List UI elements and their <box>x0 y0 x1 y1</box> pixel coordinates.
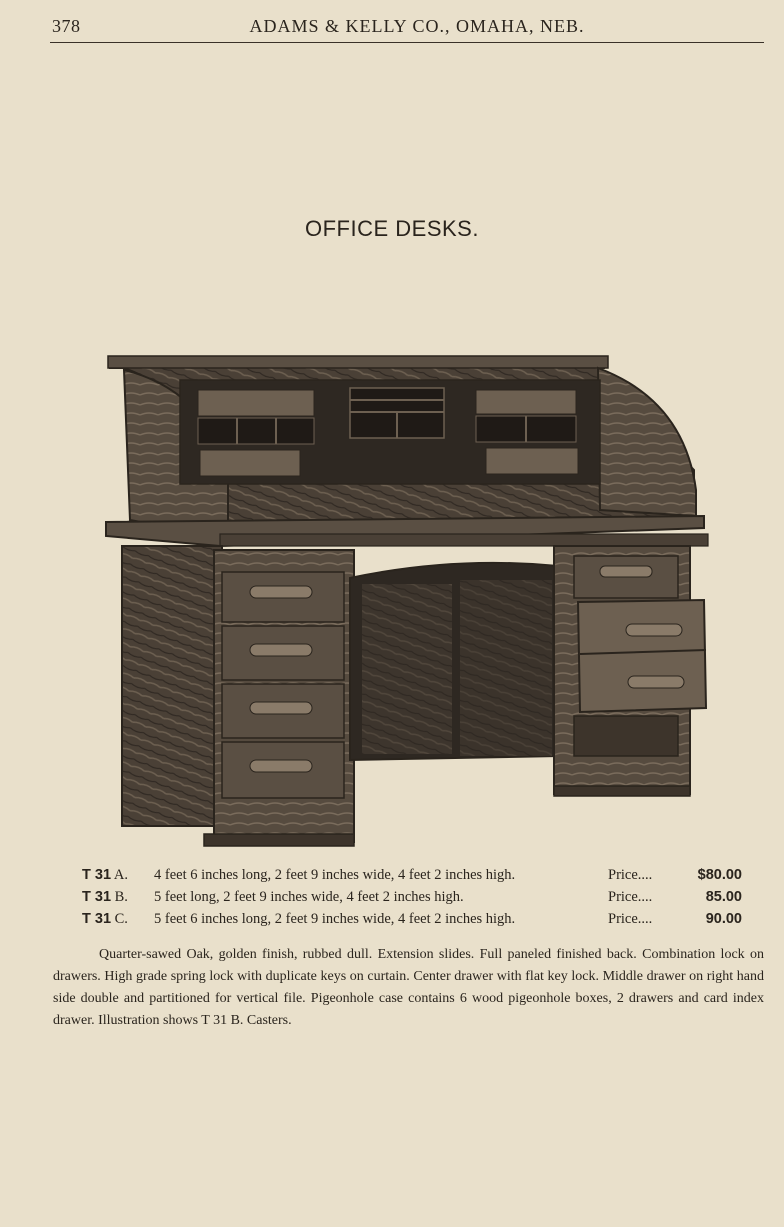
model-number: T 31 C. <box>82 910 128 927</box>
model-number: T 31 A. <box>82 866 128 883</box>
running-head: ADAMS & KELLY CO., OMAHA, NEB. <box>249 16 585 36</box>
product-description: Quarter-sawed Oak, golden finish, rubbed… <box>53 947 764 1028</box>
dimensions: 5 feet long, 2 feet 9 inches wide, 4 fee… <box>154 888 464 905</box>
desk-illustration <box>104 350 710 850</box>
price-list: T 31 A. 4 feet 6 inches long, 2 feet 9 i… <box>82 864 742 930</box>
price-row: T 31 A. 4 feet 6 inches long, 2 feet 9 i… <box>82 864 742 886</box>
price-label: Price.... <box>608 866 653 883</box>
price-row: T 31 C. 5 feet 6 inches long, 2 feet 9 i… <box>82 908 742 930</box>
section-title: OFFICE DESKS. <box>305 216 479 241</box>
price-value: 90.00 <box>705 911 742 927</box>
price-value: $80.00 <box>697 867 742 883</box>
model-number: T 31 B. <box>82 888 128 905</box>
price-row: T 31 B. 5 feet long, 2 feet 9 inches wid… <box>82 886 742 908</box>
dimensions: 5 feet 6 inches long, 2 feet 9 inches wi… <box>154 910 516 927</box>
price-value: 85.00 <box>705 889 742 905</box>
dimensions: 4 feet 6 inches long, 2 feet 9 inches wi… <box>154 866 516 883</box>
page-header: 378 ADAMS & KELLY CO., OMAHA, NEB. <box>50 14 764 43</box>
price-label: Price.... <box>608 910 653 927</box>
price-label: Price.... <box>608 888 653 905</box>
page-number: 378 <box>52 16 81 36</box>
